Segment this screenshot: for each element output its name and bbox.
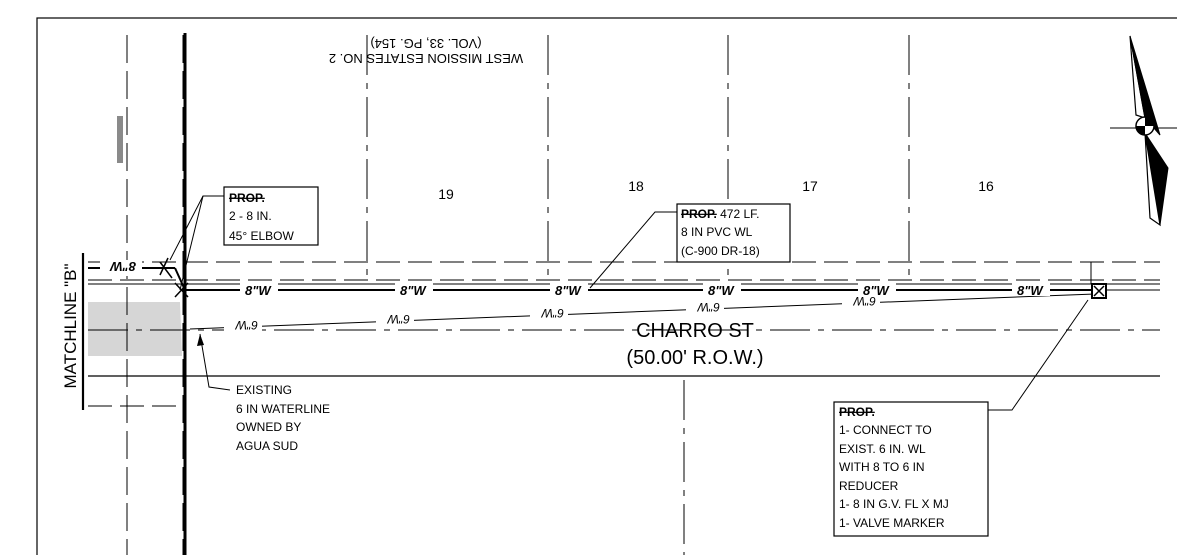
waterline-label-8in: 8"W bbox=[400, 283, 427, 298]
callout-line: AGUA SUD bbox=[236, 439, 298, 453]
callout-prop: PROP. bbox=[229, 191, 265, 205]
waterline-label-8in: 8"W bbox=[863, 283, 890, 298]
elbow-fitting-icon bbox=[159, 257, 173, 279]
callout-box bbox=[833, 401, 989, 537]
callout-line: 6 IN WATERLINE bbox=[236, 402, 330, 416]
subdivision-volume: (VOL. 33, PG. 154) bbox=[370, 36, 481, 51]
leader-line bbox=[988, 299, 1089, 411]
elbow-fitting-icon bbox=[174, 282, 189, 298]
waterline-label-6in: 6"W bbox=[852, 294, 876, 308]
leader-line bbox=[169, 195, 224, 261]
lot-number: 17 bbox=[802, 178, 818, 194]
callout-line: OWNED BY bbox=[236, 420, 301, 434]
subdivision-label: WEST MISSION ESTATES NO. 2 (VOL. 33, PG.… bbox=[329, 36, 523, 66]
subdivision-name: WEST MISSION ESTATES NO. 2 bbox=[329, 51, 523, 66]
leader-line bbox=[179, 195, 204, 291]
callout-line: 2 - 8 IN. bbox=[229, 209, 272, 223]
leader-line bbox=[199, 333, 231, 391]
matchline-label: MATCHLINE "B" bbox=[61, 263, 80, 388]
callout-line: EXISTING bbox=[236, 383, 292, 397]
callout-line: REDUCER bbox=[839, 479, 899, 493]
callout-line: 1- 8 IN G.V. FL X MJ bbox=[839, 497, 949, 511]
callout-prop: PROP. bbox=[839, 405, 875, 419]
waterline-label-8in: 8"W bbox=[708, 283, 735, 298]
callout-length: 472 LF. bbox=[717, 207, 760, 221]
callout-line: 45° ELBOW bbox=[229, 229, 294, 243]
callout-connect: PROP. 1- CONNECT TO EXIST. 6 IN. WL WITH… bbox=[833, 299, 1089, 537]
waterline-label-8in: 8"W bbox=[1017, 283, 1044, 298]
callout-line: 1- CONNECT TO bbox=[839, 423, 932, 437]
leader-arrowhead bbox=[197, 334, 204, 346]
elbow-segment bbox=[174, 267, 186, 291]
callout-box bbox=[676, 203, 791, 263]
callout-elbow: PROP. 2 - 8 IN. 45° ELBOW bbox=[169, 186, 319, 291]
callout-pipe: PROP. 472 LF. 8 IN PVC WL (C-900 DR-18) bbox=[589, 203, 791, 289]
north-arrow-icon bbox=[1110, 35, 1177, 227]
waterline-label-6in: 6"W bbox=[540, 306, 564, 320]
lot-number: 19 bbox=[438, 186, 454, 202]
gate-valve-cross bbox=[1093, 285, 1105, 297]
callout-line: 1- VALVE MARKER bbox=[839, 516, 945, 530]
existing-6in-waterline bbox=[189, 293, 1096, 330]
callout-line: EXIST. 6 IN. WL bbox=[839, 442, 926, 456]
callout-first-line: PROP. 472 LF. bbox=[681, 207, 760, 221]
waterline-label-6in: 6"W bbox=[386, 312, 410, 326]
waterline-label-8in-west: 8"W bbox=[109, 259, 136, 274]
lot-number: 18 bbox=[628, 178, 644, 194]
proposed-line-labels: 8"W 8"W 8"W 8"W 8"W 8"W 8"W bbox=[100, 259, 1050, 298]
leader-line bbox=[589, 211, 677, 289]
street-name: CHARRO ST bbox=[636, 320, 754, 342]
callout-line: (C-900 DR-18) bbox=[681, 244, 760, 258]
callout-line: WITH 8 TO 6 IN bbox=[839, 460, 925, 474]
waterline-label-6in: 6"W bbox=[696, 300, 720, 314]
lot-number: 16 bbox=[978, 178, 994, 194]
existing-line-labels: 6"W 6"W 6"W 6"W 6"W bbox=[224, 294, 880, 333]
callout-line: 8 IN PVC WL bbox=[681, 225, 753, 239]
callout-prop: PROP. bbox=[681, 207, 717, 221]
street-row-width: (50.00' R.O.W.) bbox=[626, 347, 763, 369]
callout-box bbox=[223, 186, 319, 246]
sheet-border bbox=[36, 17, 1177, 555]
callout-existing: EXISTING 6 IN WATERLINE OWNED BY AGUA SU… bbox=[197, 333, 330, 453]
waterline-label-6in: 6"W bbox=[234, 318, 258, 332]
gray-marker bbox=[117, 116, 123, 163]
existing-pavement-patch bbox=[88, 302, 182, 356]
waterline-label-8in: 8"W bbox=[245, 283, 272, 298]
waterline-label-8in: 8"W bbox=[555, 283, 582, 298]
